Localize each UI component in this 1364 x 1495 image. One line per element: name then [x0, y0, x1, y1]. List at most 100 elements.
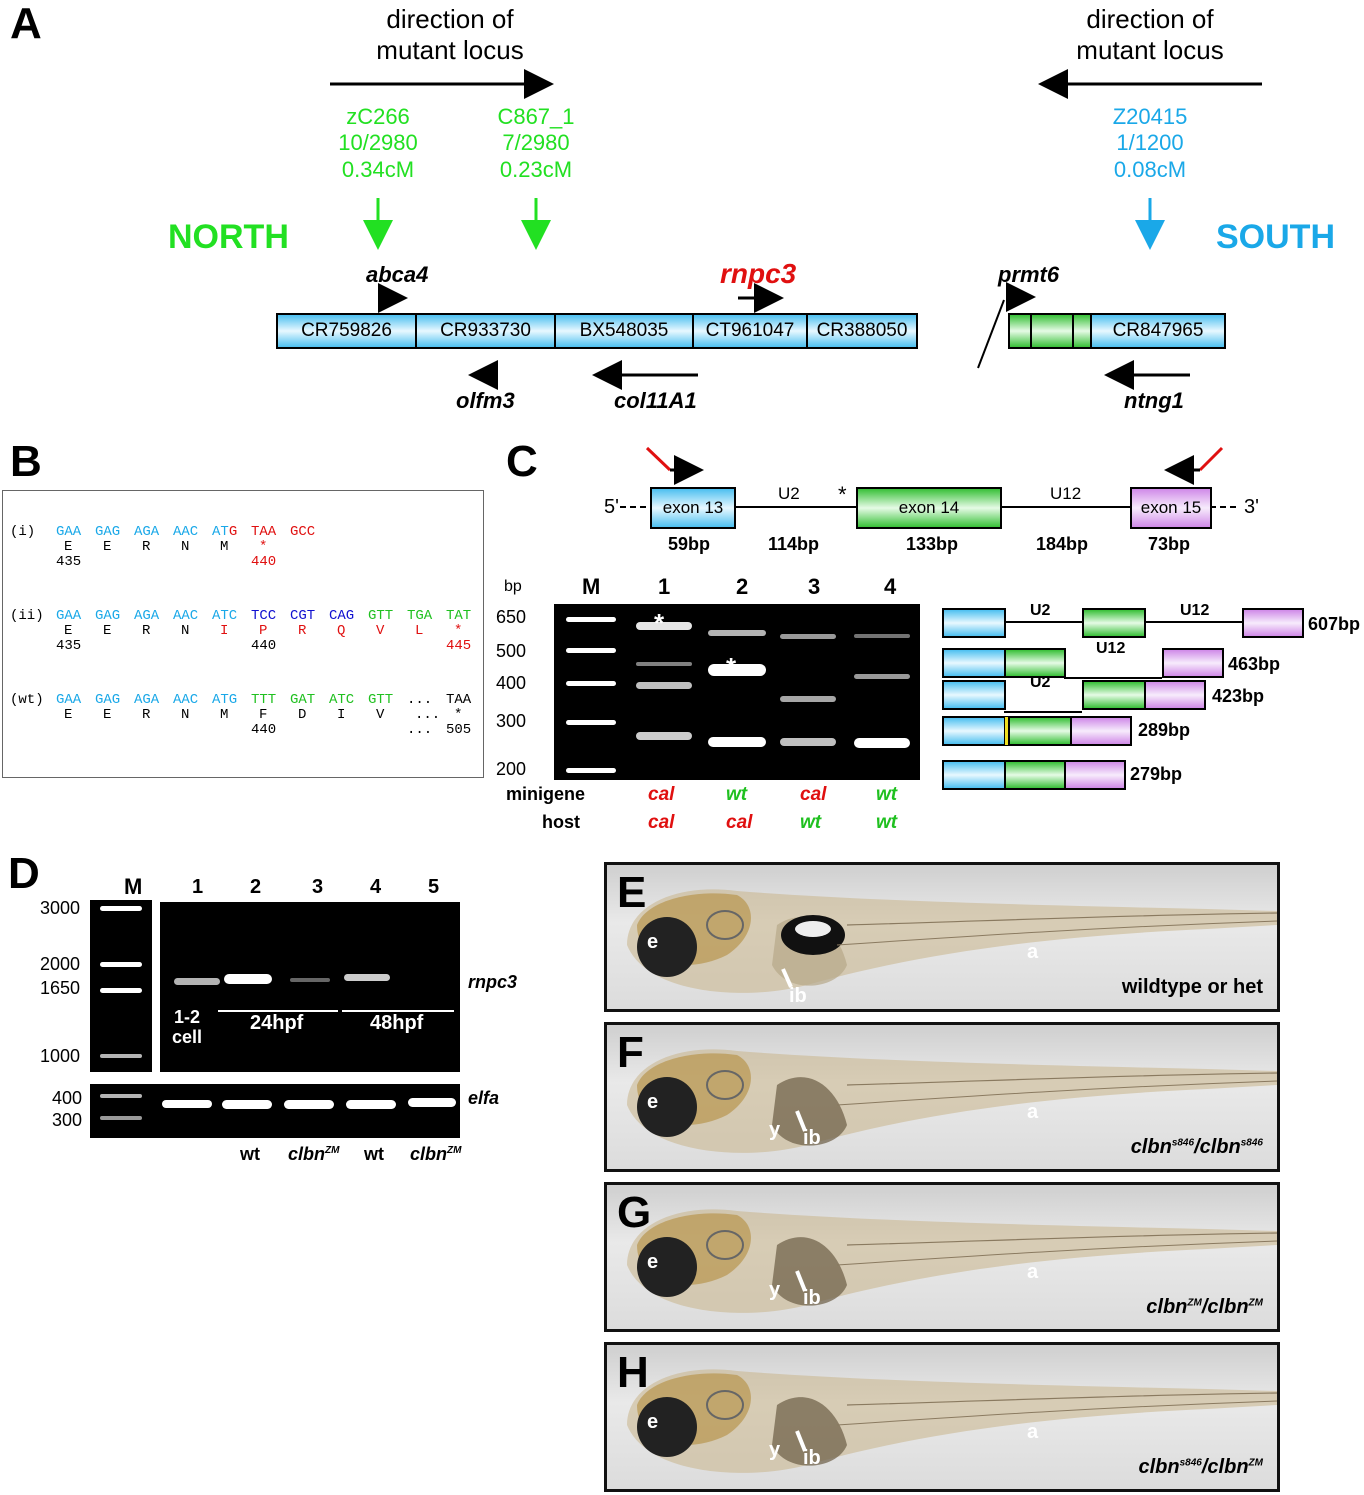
clone: CR759826 — [278, 315, 417, 347]
stage-bracket — [342, 1010, 454, 1012]
stage-24hpf: 24hpf — [250, 1012, 304, 1034]
minigene-genotype: wt — [876, 784, 898, 805]
minigene-genotype: wt — [726, 784, 748, 805]
product-u12-label: U12 — [1180, 602, 1210, 619]
genotype-clbn: clbnZM — [410, 1144, 461, 1165]
amino-acid: R — [142, 539, 151, 555]
codon: CGT — [290, 608, 316, 624]
product-exon15 — [1144, 680, 1206, 710]
prmt6-block — [1074, 315, 1092, 347]
amino-acid: F — [259, 707, 268, 723]
marker-z20415: Z20415 1/1200 0.08cM — [1088, 104, 1212, 183]
codon: GAG — [95, 608, 121, 624]
gap-slash — [977, 299, 1005, 369]
residue-number: 505 — [446, 722, 472, 738]
five-prime-label: 5' — [604, 496, 619, 518]
north-label: NORTH — [168, 218, 289, 256]
amino-acid: Q — [337, 623, 346, 639]
mutation-star: * — [838, 482, 847, 507]
panel-label-e: E — [617, 868, 647, 917]
larva-image — [627, 889, 1277, 993]
marker-name: Z20415 — [1112, 104, 1188, 129]
genotype-allele: clbn — [1138, 1456, 1180, 1478]
intestinal-bulb-label: ib — [803, 1287, 821, 1309]
clone: BX548035 — [556, 315, 694, 347]
prmt6-block — [1010, 315, 1032, 347]
gene-elfa-label: elfa — [468, 1088, 500, 1108]
gel-star: * — [726, 652, 737, 682]
lane-4: 4 — [370, 876, 382, 898]
marker-ratio: 1/1200 — [1116, 130, 1184, 156]
product-exon15 — [1242, 608, 1304, 638]
gene-rnpc3-label: rnpc3 — [468, 972, 518, 992]
gel-band — [636, 662, 692, 666]
gel-d-elfa — [90, 1084, 460, 1138]
gel-star: * — [654, 608, 665, 638]
lane-3: 3 — [312, 876, 324, 898]
intron-u12-label: U12 — [1050, 484, 1082, 503]
genotype-wt: wt — [364, 1144, 384, 1164]
eye-label: e — [647, 931, 659, 953]
south-label: SOUTH — [1216, 218, 1335, 256]
lane-5: 5 — [428, 876, 440, 898]
intestinal-bulb-label: ib — [789, 985, 807, 1007]
amino-acid: P — [259, 623, 268, 639]
genotype-allele: clbn — [1130, 1136, 1172, 1158]
exon-14: exon 14 — [856, 487, 1002, 529]
genotype-clbn: clbnZM — [288, 1144, 339, 1165]
gel-band — [284, 1100, 334, 1109]
lane-1: 1 — [658, 574, 671, 599]
gel-band — [174, 978, 220, 985]
codon: AGA — [134, 524, 160, 540]
product-exon13 — [942, 716, 1006, 746]
gel-band — [854, 634, 910, 638]
codon: GCC — [290, 524, 316, 540]
panel-label-h: H — [617, 1348, 649, 1397]
host-genotype: wt — [876, 812, 898, 833]
amino-acid: N — [181, 539, 190, 555]
genotype-text: clbn — [410, 1144, 448, 1164]
codon: GTT — [368, 608, 394, 624]
ladder-200: 200 — [496, 759, 527, 779]
genotype-sup: s846 — [1179, 1457, 1202, 1469]
codon: ATC — [212, 608, 238, 624]
genotype-sup: s846 — [1240, 1137, 1263, 1149]
amino-acid: E — [103, 539, 112, 555]
marker-ratio: 7/2980 — [502, 130, 570, 156]
ladder-band — [566, 681, 616, 686]
amino-acid: N — [181, 623, 190, 639]
length-exon14: 133bp — [906, 534, 959, 554]
yolk-label: y — [769, 1439, 781, 1461]
stage-48hpf: 48hpf — [370, 1012, 424, 1034]
gel-band — [408, 1098, 456, 1107]
product-exon14 — [1004, 760, 1066, 790]
host-genotype: cal — [648, 812, 675, 833]
codon: GAA — [56, 524, 82, 540]
product-exon14 — [1082, 608, 1146, 638]
larva-image — [627, 1209, 1277, 1313]
product-u12-label: U12 — [1096, 640, 1126, 657]
codon: ... — [407, 692, 433, 708]
genotype-allele: clbn — [1199, 1136, 1241, 1158]
codon: GAA — [56, 608, 82, 624]
gel-d-ladder — [90, 900, 152, 1072]
ladder-500: 500 — [496, 641, 527, 661]
amino-acid: L — [415, 623, 424, 639]
gel-band — [780, 696, 836, 702]
amino-acid: R — [142, 623, 151, 639]
product-exon13 — [942, 648, 1006, 678]
product-exon13 — [942, 680, 1006, 710]
intestinal-bulb-label: ib — [803, 1447, 821, 1469]
amino-acid: E — [103, 623, 112, 639]
lane-2: 2 — [736, 574, 749, 599]
exon-15: exon 15 — [1130, 487, 1212, 529]
amino-acid: V — [376, 623, 385, 639]
ladder-band — [100, 1054, 142, 1058]
amino-acid: I — [337, 707, 346, 723]
lane-1: 1 — [192, 876, 204, 898]
gel-band — [708, 664, 766, 676]
gel-band — [854, 674, 910, 679]
codon: GTT — [368, 692, 394, 708]
